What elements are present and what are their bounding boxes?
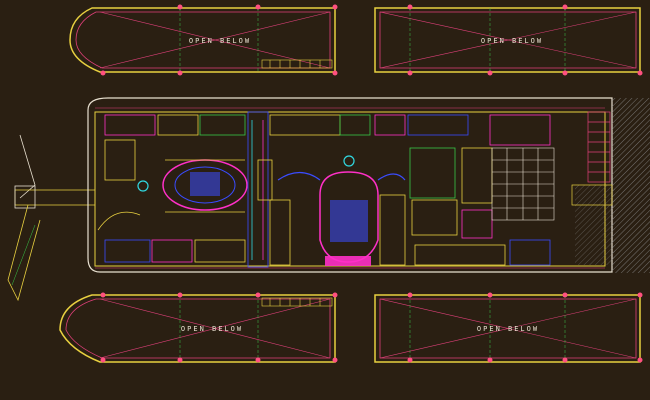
label-open-below-top-left: OPEN BELOW — [189, 37, 251, 45]
center-auditorium — [277, 171, 406, 266]
center-lobby-ornament — [343, 155, 355, 167]
hatched-zone — [612, 98, 650, 273]
grid-markers-bottom — [100, 292, 643, 363]
right-wing-rooms — [409, 114, 551, 266]
deck-bottom-left — [59, 294, 336, 363]
center-core — [247, 111, 273, 268]
right-stair — [571, 111, 613, 206]
main-building — [87, 97, 613, 273]
left-auditorium — [162, 159, 248, 213]
left-ramp — [7, 134, 96, 302]
middle-rooms — [269, 114, 469, 266]
stair-bottom — [261, 297, 333, 307]
left-lobby-ornament — [137, 180, 149, 192]
deck-top-left — [69, 7, 336, 73]
stair-top — [261, 59, 333, 69]
left-wing-rooms — [97, 114, 246, 263]
grid-markers-top — [100, 4, 643, 76]
hatched-zone-inner — [575, 185, 615, 265]
lab-grid — [491, 147, 555, 221]
label-open-below-bottom-right: OPEN BELOW — [477, 325, 539, 333]
label-open-below-bottom-left: OPEN BELOW — [181, 325, 243, 333]
label-open-below-top-right: OPEN BELOW — [481, 37, 543, 45]
